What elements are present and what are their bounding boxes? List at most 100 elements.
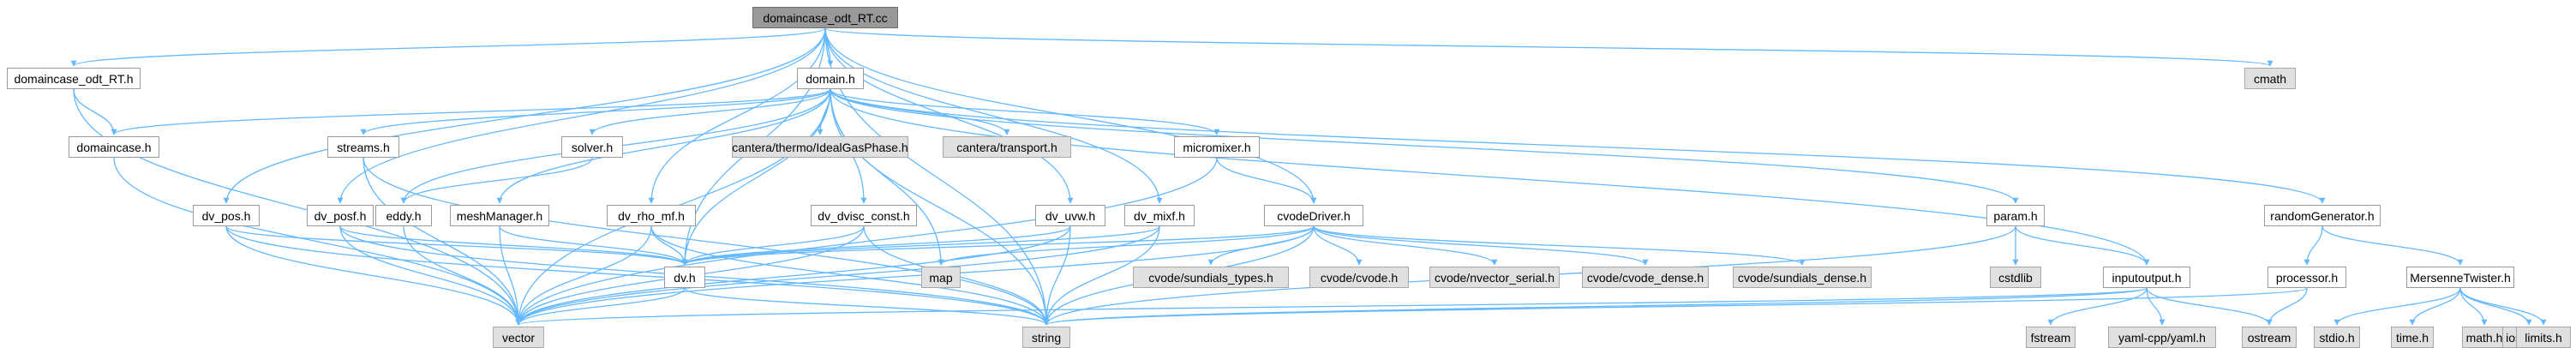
edge-domain_h-to-domaincase_h — [111, 88, 831, 135]
node-mersennetwister-h[interactable]: MersenneTwister.h — [2406, 267, 2514, 288]
edge-inputoutput_h-to-vector — [516, 287, 2148, 326]
edge-dv_mixf_h-to-dv_h — [681, 225, 1160, 266]
edge-mersennetwister_h-to-time — [2409, 287, 2461, 326]
edge-domain_h-to-dv_h — [681, 88, 831, 266]
node-dv-pos-h[interactable]: dv_pos.h — [193, 205, 260, 226]
edge-root-to-dv_rho_mf_h — [648, 27, 826, 204]
node-string: string — [1022, 327, 1070, 348]
node-meshmanager-h[interactable]: meshManager.h — [450, 205, 549, 226]
edge-dv_pos_h-to-string — [225, 225, 1050, 326]
node-cvode-sundials-dense-h: cvode/sundials_dense.h — [1733, 267, 1872, 288]
node-solver-h[interactable]: solver.h — [561, 136, 623, 158]
edge-micromixer_h-to-cvodedriver_h — [1216, 157, 1317, 204]
edge-meshmanager_h-to-dv_h — [499, 225, 688, 266]
node-micromixer-h[interactable]: micromixer.h — [1174, 136, 1260, 158]
edge-micromixer_h-to-vector — [515, 157, 1218, 326]
edge-dv_uvw_h-to-dv_h — [681, 225, 1071, 266]
edge-root-to-dv_posf_h — [337, 27, 826, 204]
edge-domain_h-to-randomgenerator_h — [830, 88, 2326, 204]
node-processor-h[interactable]: processor.h — [2267, 267, 2346, 288]
node-domaincase-odt-rt-h[interactable]: domaincase_odt_RT.h — [7, 68, 141, 89]
edge-eddy_h-to-vector — [403, 225, 522, 326]
node-cantera-transport-h: cantera/transport.h — [943, 136, 1071, 158]
node-streams-h[interactable]: streams.h — [327, 136, 399, 158]
edge-domain_h-to-inputoutput_h — [830, 88, 2150, 266]
node-stdio-h: stdio.h — [2314, 327, 2360, 348]
edge-domain_h-to-param_h — [830, 88, 2019, 204]
node-dv-h[interactable]: dv.h — [664, 267, 705, 288]
edge-domaincase_h-to-vector — [113, 157, 522, 326]
edge-dv_rho_mf_h-to-vector — [515, 225, 652, 326]
edge-dv_rho_mf_h-to-string — [650, 225, 1050, 326]
edge-inputoutput_h-to-ostream — [2146, 287, 2273, 326]
edge-domain_h-to-micromixer_h — [830, 88, 1220, 135]
node-fstream: fstream — [2026, 327, 2076, 348]
edge-meshmanager_h-to-vector — [499, 225, 522, 326]
edge-processor_h-to-ostream — [2266, 287, 2308, 326]
edge-dv_dvisc_const_h-to-dv_h — [681, 225, 865, 266]
node-cvode-nvector-serial-h: cvode/nvector_serial.h — [1429, 267, 1560, 288]
node-limits-h: limits.h — [2516, 327, 2571, 348]
node-dv-uvw-h[interactable]: dv_uvw.h — [1035, 205, 1105, 226]
edge-root-to-domaincase_odt_rt_h — [70, 27, 826, 67]
node-cvode-sundials-types-h: cvode/sundials_types.h — [1133, 267, 1289, 288]
node-eddy-h[interactable]: eddy.h — [375, 205, 432, 226]
edge-dv_pos_h-to-dv_h — [225, 225, 688, 266]
edge-mersennetwister_h-to-iostream — [2459, 287, 2532, 326]
edge-processor_h-to-string — [1043, 287, 2308, 326]
edge-domain_h-to-streams_h — [360, 88, 831, 135]
edge-cvodedriver_h-to-sundials_dense — [1313, 225, 1806, 266]
edge-dv_mixf_h-to-string — [1043, 225, 1160, 326]
edge-domain_h-to-meshmanager_h — [496, 88, 831, 204]
node-dv-mixf-h[interactable]: dv_mixf.h — [1124, 205, 1195, 226]
edge-domain_h-to-string — [830, 88, 1050, 326]
edge-cvodedriver_h-to-vector — [515, 225, 1315, 326]
edge-randomgenerator_h-to-mersennetwister_h — [2321, 225, 2464, 266]
edge-inputoutput_h-to-fstream — [2047, 287, 2148, 326]
node-dv-rho-mf-h[interactable]: dv_rho_mf.h — [607, 205, 696, 226]
node-cvodedriver-h[interactable]: cvodeDriver.h — [1264, 205, 1363, 226]
node-domaincase-h[interactable]: domaincase.h — [69, 136, 159, 158]
edge-dv_posf_h-to-dv_h — [339, 225, 688, 266]
node-cmath: cmath — [2244, 68, 2296, 89]
node-domaincase-odt-rt-cc: domaincase_odt_RT.cc — [752, 7, 898, 28]
edge-mersennetwister_h-to-math — [2459, 287, 2488, 326]
edge-solver_h-to-eddy_h — [400, 157, 593, 204]
edge-domaincase_odt_rt_h-to-vector — [73, 88, 522, 326]
edge-cvodedriver_h-to-cvode_h — [1313, 225, 1363, 266]
edge-randomgenerator_h-to-processor_h — [2303, 225, 2323, 266]
node-time-h: time.h — [2391, 327, 2434, 348]
node-param-h[interactable]: param.h — [1986, 205, 2045, 226]
edge-dv_h-to-vector — [515, 287, 686, 326]
edge-param_h-to-inputoutput_h — [2015, 225, 2150, 266]
node-yaml-cpp-yaml-h: yaml-cpp/yaml.h — [2108, 327, 2216, 348]
edge-mersennetwister_h-to-stdio — [2333, 287, 2461, 326]
edge-root-to-dv_mixf_h — [824, 27, 1163, 204]
edge-root-to-cvodedriver_h — [824, 27, 1317, 204]
node-cstdlib: cstdlib — [1990, 267, 2041, 288]
edge-cvodedriver_h-to-dv_h — [681, 225, 1315, 266]
node-map: map — [921, 267, 961, 288]
edge-dv_posf_h-to-vector — [339, 225, 522, 326]
node-randomgenerator-h[interactable]: randomGenerator.h — [2264, 205, 2381, 226]
edge-cvodedriver_h-to-nvector_serial — [1313, 225, 1498, 266]
node-domain-h[interactable]: domain.h — [797, 68, 864, 89]
node-math-h: math.h — [2462, 327, 2507, 348]
edge-dv_pos_h-to-vector — [225, 225, 522, 326]
edge-cvodedriver_h-to-cvode_dense — [1313, 225, 1649, 266]
node-dv-posf-h[interactable]: dv_posf.h — [307, 205, 374, 226]
edge-mersennetwister_h-to-limits — [2459, 287, 2547, 326]
edge-domain_h-to-map — [830, 88, 944, 266]
node-cvode-cvode-dense-h: cvode/cvode_dense.h — [1582, 267, 1709, 288]
edge-domain_h-to-solver_h — [589, 88, 831, 135]
node-ostream: ostream — [2242, 327, 2297, 348]
node-cvode-cvode-h: cvode/cvode.h — [1309, 267, 1409, 288]
node-inputoutput-h[interactable]: inputoutput.h — [2103, 267, 2190, 288]
edge-root-to-cmath — [824, 27, 2273, 67]
node-dv-dvisc-const-h[interactable]: dv_dvisc_const.h — [811, 205, 917, 226]
edge-domaincase_odt_rt_h-to-domaincase_h — [73, 88, 117, 135]
edge-dv_h-to-string — [684, 287, 1050, 326]
node-vector: vector — [493, 327, 544, 348]
edge-cvodedriver_h-to-map — [938, 225, 1315, 266]
